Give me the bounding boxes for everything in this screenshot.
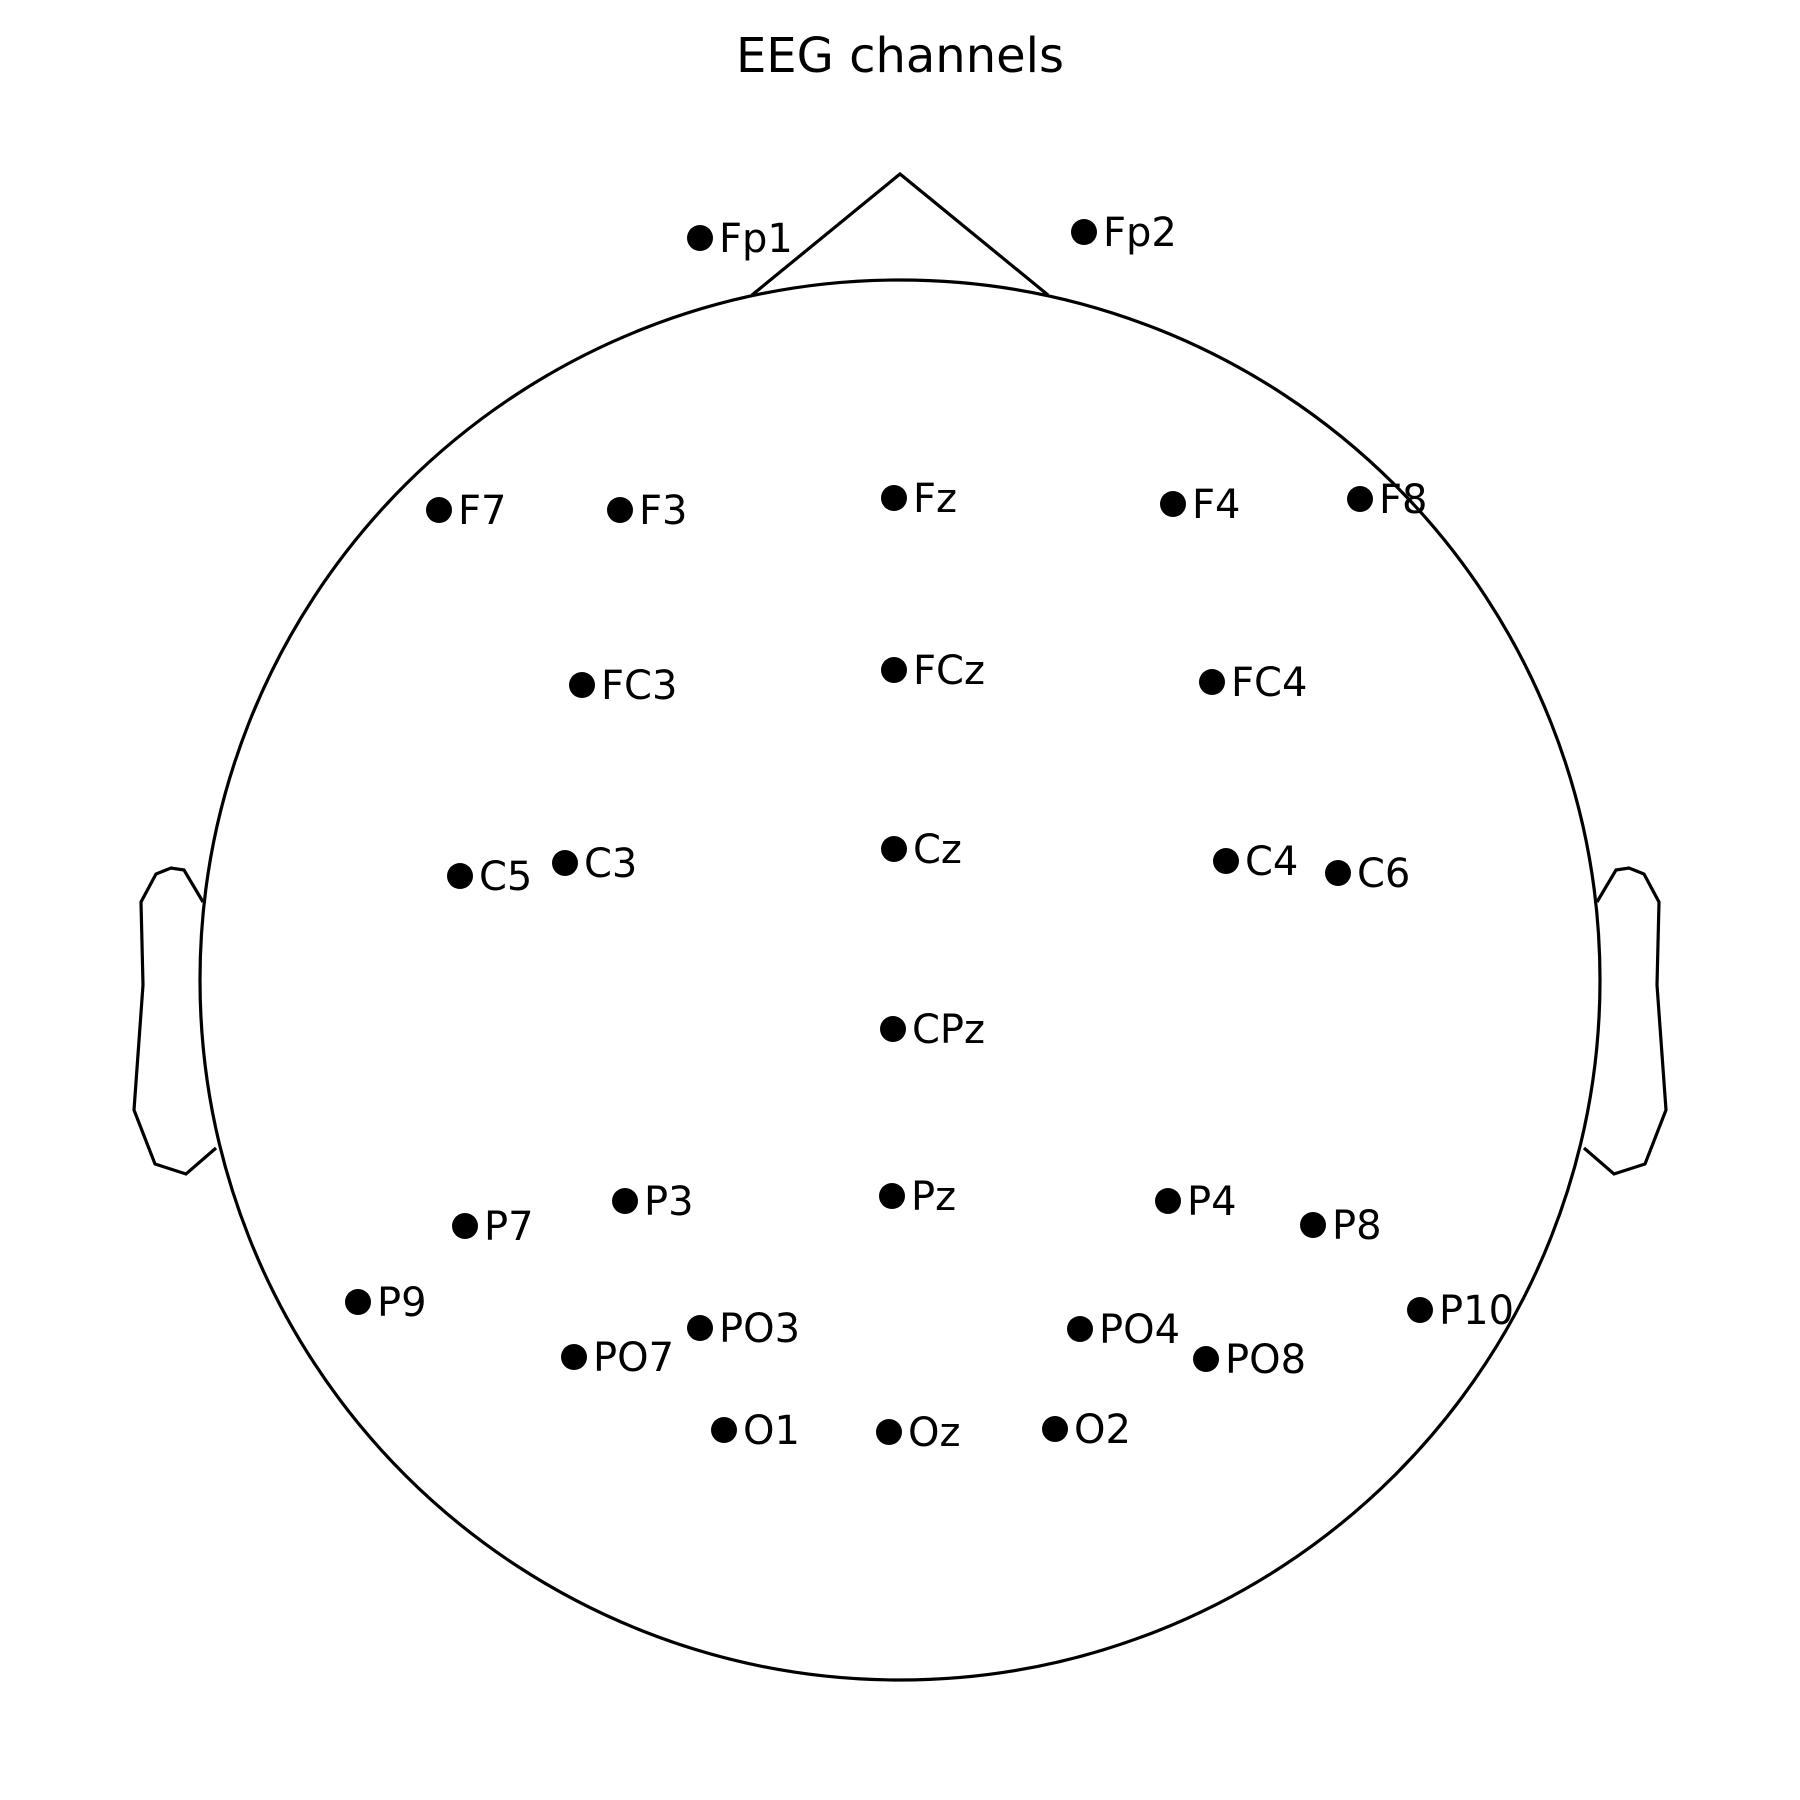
sensor-dot [569,672,595,698]
sensor-label: Fz [913,476,957,522]
sensor-dot [1042,1416,1068,1442]
right-ear-outline [1582,866,1668,1176]
sensor-label: F3 [639,488,687,534]
sensor-label: O2 [1074,1407,1131,1453]
channel-f3: F3 [607,488,687,534]
sensor-dot [880,1016,906,1042]
channel-o1: O1 [711,1408,800,1454]
sensor-dot [1071,219,1097,245]
channel-cz: Cz [881,827,962,873]
sensor-label: PO4 [1099,1307,1180,1353]
channel-p7: P7 [452,1204,534,1250]
sensor-dot [612,1188,638,1214]
sensor-label: Fp2 [1103,210,1177,256]
channel-p4: P4 [1155,1179,1237,1225]
sensor-dot [345,1289,371,1315]
channel-po7: PO7 [561,1335,674,1381]
sensor-label: Pz [911,1174,956,1220]
sensor-label: F4 [1192,482,1240,528]
sensor-dot [879,1183,905,1209]
channel-p8: P8 [1300,1203,1382,1249]
sensor-label: FC4 [1231,660,1307,706]
sensor-label: C6 [1357,851,1410,897]
channel-c6: C6 [1325,851,1410,897]
sensor-dot [452,1213,478,1239]
sensor-dot [687,225,713,251]
channel-p3: P3 [612,1179,694,1225]
diagram-title: EEG channels [736,28,1064,84]
channel-fc4: FC4 [1199,660,1307,706]
sensor-dot [881,836,907,862]
channel-fcz: FCz [881,648,985,694]
channel-po4: PO4 [1067,1307,1180,1353]
channel-o2: O2 [1042,1407,1131,1453]
sensor-label: P8 [1332,1203,1382,1249]
sensor-dot [1300,1212,1326,1238]
sensor-label: C4 [1245,839,1298,885]
sensor-label: F8 [1379,477,1427,523]
nose-outline [750,171,1050,297]
channel-c3: C3 [552,841,637,887]
channel-po8: PO8 [1193,1337,1306,1383]
sensor-dot [1325,860,1351,886]
sensor-dot [1160,491,1186,517]
head-circle [198,278,1602,1682]
channel-p10: P10 [1407,1288,1514,1334]
channel-fz: Fz [881,476,957,522]
sensor-label: P3 [644,1179,694,1225]
channel-po3: PO3 [687,1306,800,1352]
sensor-label: F7 [458,488,506,534]
channel-f8: F8 [1347,477,1427,523]
sensor-label: P7 [484,1204,534,1250]
sensor-dot [447,863,473,889]
channel-oz: Oz [876,1410,960,1456]
sensor-dot [1193,1346,1219,1372]
sensor-dot [552,850,578,876]
sensor-dot [881,657,907,683]
sensor-dot [711,1417,737,1443]
sensor-dot [1347,486,1373,512]
sensor-dot [1213,848,1239,874]
sensor-dot [1155,1188,1181,1214]
sensor-label: Oz [908,1410,960,1456]
channel-c4: C4 [1213,839,1298,885]
sensor-dot [607,497,633,523]
sensor-label: FCz [913,648,985,694]
sensor-dot [426,497,452,523]
sensor-dot [687,1315,713,1341]
sensor-label: P10 [1439,1288,1514,1334]
sensor-label: O1 [743,1408,800,1454]
channel-f7: F7 [426,488,506,534]
channel-pz: Pz [879,1174,956,1220]
sensor-dot [1199,669,1225,695]
sensor-label: P4 [1187,1179,1237,1225]
sensor-label: CPz [912,1007,985,1053]
channel-fp2: Fp2 [1071,210,1177,256]
left-ear-outline [132,866,218,1176]
sensor-dot [1067,1316,1093,1342]
sensor-label: PO8 [1225,1337,1306,1383]
sensor-label: C5 [479,854,532,900]
sensor-label: Fp1 [719,216,793,262]
sensor-dot [881,485,907,511]
sensor-label: PO7 [593,1335,674,1381]
sensor-dot [1407,1297,1433,1323]
channel-p9: P9 [345,1280,427,1326]
sensor-label: PO3 [719,1306,800,1352]
channel-fc3: FC3 [569,663,677,709]
sensor-dot [876,1419,902,1445]
sensor-label: C3 [584,841,637,887]
channel-cpz: CPz [880,1007,985,1053]
channel-fp1: Fp1 [687,216,793,262]
head-outline [132,171,1668,1682]
sensor-label: Cz [913,827,962,873]
channel-c5: C5 [447,854,532,900]
sensor-dot [561,1344,587,1370]
channel-f4: F4 [1160,482,1240,528]
sensor-label: FC3 [601,663,677,709]
sensor-label: P9 [377,1280,427,1326]
